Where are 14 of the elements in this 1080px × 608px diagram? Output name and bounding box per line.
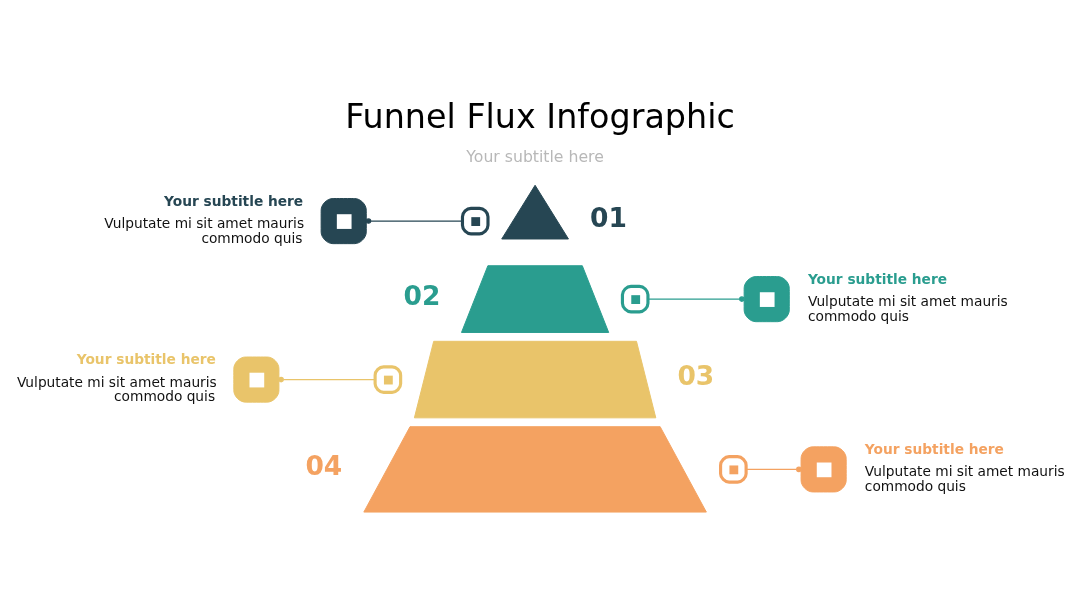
- diagram-title: Funnel Flux Infographic: [345, 96, 735, 136]
- node-label: 02: [403, 279, 441, 311]
- node-label: Your subtitle here: [76, 350, 216, 367]
- node-label: Vulputate mi sit amet mauris commodo quis: [104, 214, 305, 246]
- node-label: 03: [677, 359, 715, 391]
- node-label: 04: [305, 449, 343, 481]
- node-label: Your subtitle here: [864, 440, 1004, 457]
- node-label: Vulputate mi sit amet mauris commodo quis: [864, 462, 1065, 494]
- node-label: 01: [590, 201, 627, 233]
- node-label: Your subtitle here: [807, 270, 947, 287]
- label: Your subtitle here: [466, 146, 604, 166]
- node-label: Your subtitle here: [164, 192, 304, 209]
- node-label: Vulputate mi sit amet mauris commodo quis: [807, 292, 1008, 324]
- node-label: Vulputate mi sit amet mauris commodo quis: [16, 373, 217, 404]
